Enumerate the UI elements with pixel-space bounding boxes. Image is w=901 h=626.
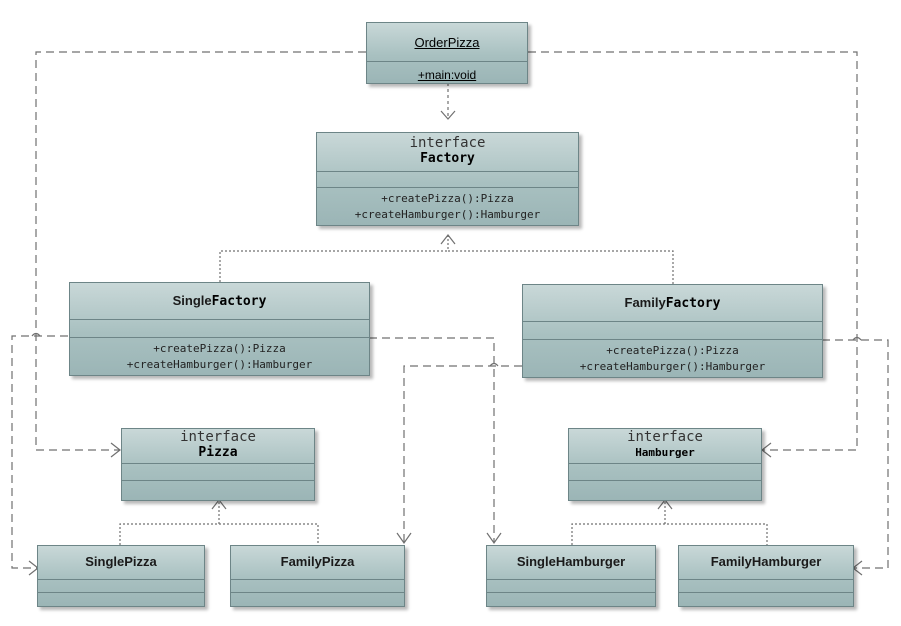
- edge-familyfactory-familypizza: [396, 365, 522, 545]
- compartment-divider: [523, 339, 822, 340]
- class-name: SinglePizza: [85, 554, 157, 569]
- stereotype-label: interface: [180, 429, 256, 445]
- stereotype-label: interface: [627, 429, 703, 445]
- class-singlefactory[interactable]: SingleFactory +createPizza():Pizza +crea…: [69, 282, 370, 376]
- compartment-divider: [367, 61, 527, 62]
- class-name: Hamburger: [635, 446, 695, 459]
- operation: +createHamburger():Hamburger: [126, 358, 313, 371]
- edge-orderpizza-factory: [440, 83, 456, 120]
- class-name-suffix: Factory: [665, 296, 721, 311]
- edge-crossing-marker: [31, 332, 41, 337]
- class-familypizza[interactable]: FamilyPizza: [230, 545, 405, 607]
- class-name-prefix: Family: [624, 295, 666, 310]
- edge-singlefactory-singlepizza: [11, 335, 68, 576]
- operation: +createPizza():Pizza: [153, 342, 286, 355]
- class-name: OrderPizza: [414, 35, 480, 50]
- compartment-divider: [122, 463, 314, 464]
- class-name: Factory: [420, 151, 475, 166]
- class-familyhamburger[interactable]: FamilyHamburger: [678, 545, 854, 607]
- edge-crossing-marker: [489, 362, 499, 367]
- compartment-divider: [569, 480, 761, 481]
- compartment-divider: [523, 321, 822, 322]
- compartment-divider: [38, 592, 204, 593]
- compartment-divider: [70, 337, 369, 338]
- edge-familyfactory-factory: [440, 234, 674, 284]
- class-name: Pizza: [198, 445, 238, 460]
- class-pizza[interactable]: interface Pizza: [121, 428, 315, 501]
- class-hamburger[interactable]: interface Hamburger: [568, 428, 762, 501]
- class-factory[interactable]: interface Factory +createPizza():Pizza +…: [316, 132, 579, 226]
- edge-crossing-marker: [852, 336, 862, 341]
- class-orderpizza[interactable]: OrderPizza +main:void: [366, 22, 528, 84]
- compartment-divider: [317, 171, 578, 172]
- operation: +createPizza():Pizza: [606, 344, 739, 357]
- compartment-divider: [679, 592, 853, 593]
- edge-familyfactory-familyhamburger: [822, 339, 889, 576]
- edge-orderpizza-hamburger: [528, 51, 858, 458]
- class-name: SingleHamburger: [516, 554, 626, 569]
- compartment-divider: [487, 592, 655, 593]
- class-name: FamilyPizza: [280, 554, 355, 569]
- compartment-divider: [38, 579, 204, 580]
- class-name: FamilyHamburger: [710, 554, 822, 569]
- compartment-divider: [569, 463, 761, 464]
- edge-hamburgers-hamburger: [571, 499, 768, 545]
- compartment-divider: [70, 319, 369, 320]
- class-name-prefix: Single: [172, 293, 212, 308]
- compartment-divider: [317, 187, 578, 188]
- operation: +createPizza():Pizza: [381, 192, 514, 205]
- operation: +main:void: [417, 68, 477, 82]
- edge-singlefactory-singlehamburger: [369, 337, 502, 545]
- compartment-divider: [679, 579, 853, 580]
- compartment-divider: [487, 579, 655, 580]
- operation: +createHamburger():Hamburger: [354, 208, 541, 221]
- edge-singlefactory-factory: [219, 250, 448, 282]
- compartment-divider: [122, 480, 314, 481]
- class-singlepizza[interactable]: SinglePizza: [37, 545, 205, 607]
- compartment-divider: [231, 592, 404, 593]
- class-singlehamburger[interactable]: SingleHamburger: [486, 545, 656, 607]
- class-name-suffix: Factory: [211, 294, 267, 309]
- compartment-divider: [231, 579, 404, 580]
- stereotype-label: interface: [409, 135, 486, 151]
- edge-pizzas-pizza: [119, 499, 319, 545]
- class-familyfactory[interactable]: FamilyFactory +createPizza():Pizza +crea…: [522, 284, 823, 378]
- operation: +createHamburger():Hamburger: [579, 360, 766, 373]
- edge-orderpizza-pizza: [35, 51, 366, 458]
